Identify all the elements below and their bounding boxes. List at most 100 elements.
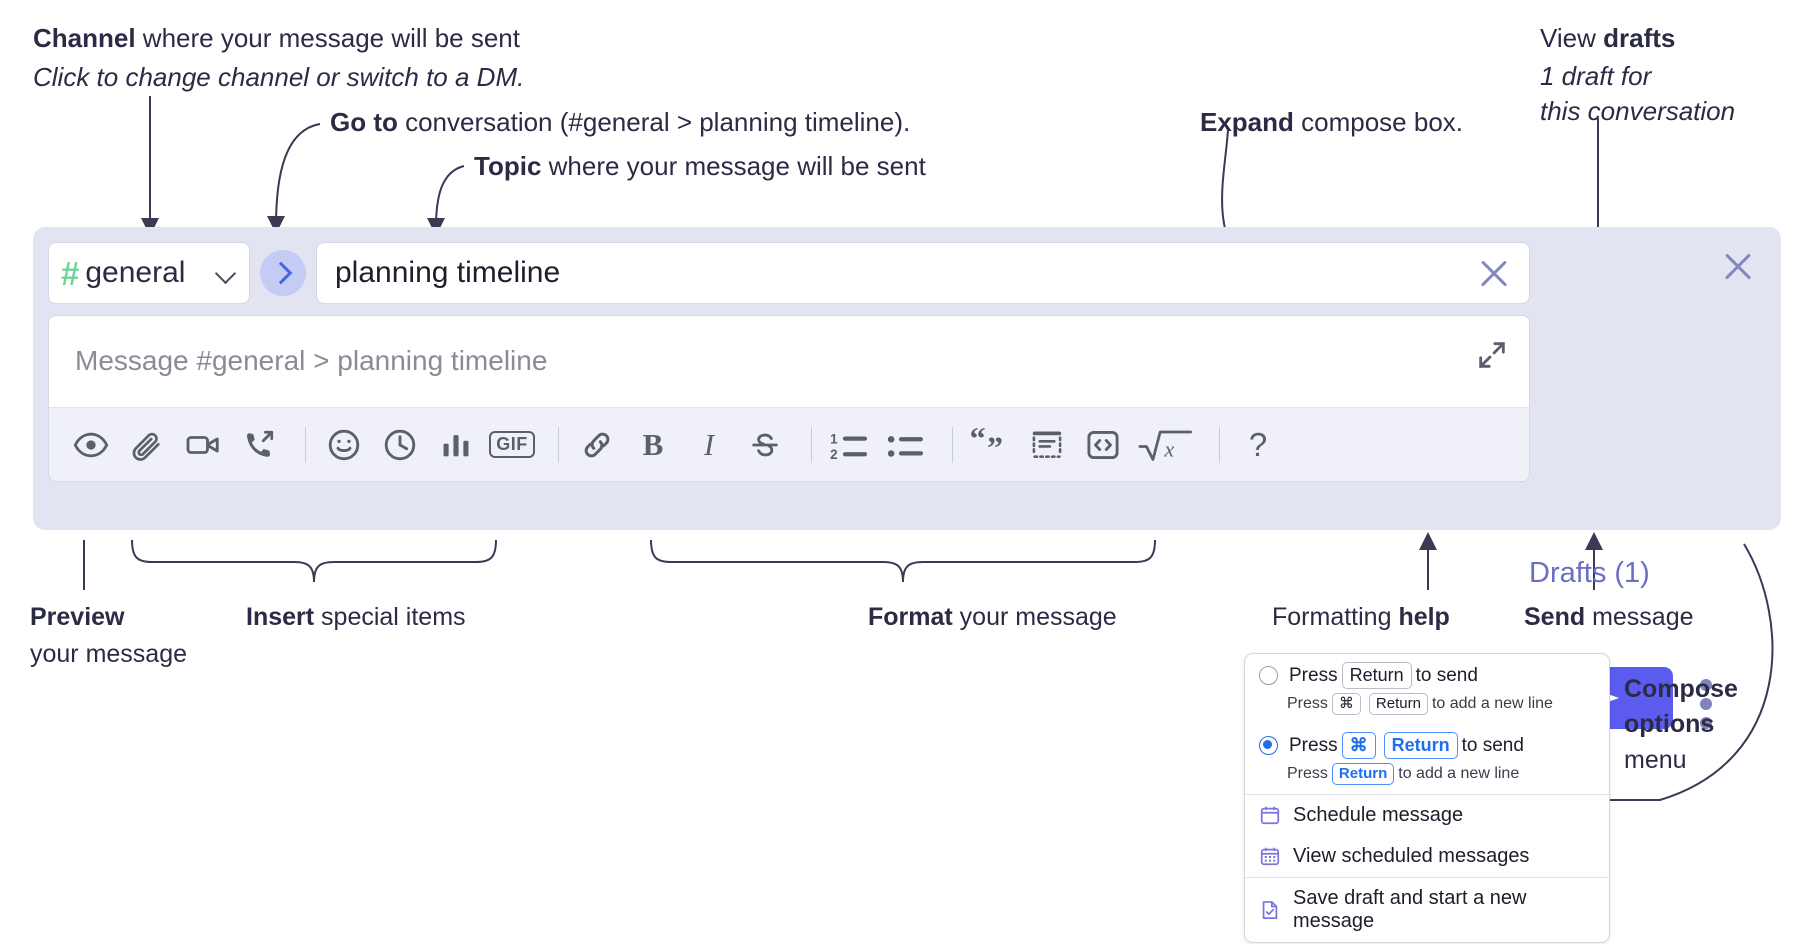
chevron-down-icon <box>215 262 237 284</box>
expand-icon[interactable] <box>1475 338 1509 372</box>
kebab-dot <box>1700 679 1712 691</box>
annotation-channel-bold: Channel <box>33 23 136 53</box>
italic-icon[interactable]: I <box>703 426 715 462</box>
option1-sub-post: to add a new line <box>1431 695 1553 713</box>
topic-value: planning timeline <box>335 256 561 289</box>
send-option-cmd-return-sub: Press Return to add a new line <box>1245 761 1609 794</box>
svg-text:x: x <box>1164 437 1175 461</box>
annotation-help: Formatting help <box>1272 602 1450 633</box>
chevron-right-icon <box>269 261 293 285</box>
annotation-drafts-bold: drafts <box>1603 23 1676 53</box>
menu-item-schedule-message[interactable]: Schedule message <box>1245 795 1609 836</box>
strikethrough-icon[interactable] <box>741 421 789 469</box>
annotation-send: Send message <box>1524 602 1694 633</box>
help-icon[interactable]: ? <box>1248 425 1268 463</box>
annotation-channel-italic: Click to change channel or switch to a D… <box>33 61 525 92</box>
poll-icon[interactable] <box>432 421 480 469</box>
formatting-toolbar: GIF B I <box>49 407 1529 481</box>
annotation-preview: Preview your message <box>30 602 187 671</box>
annotation-expand-bold: Expand <box>1200 107 1294 137</box>
annotation-expand-rest: compose box. <box>1293 107 1464 137</box>
annotation-drafts-plain: View <box>1540 23 1604 53</box>
annotation-send-bold: Send <box>1524 603 1586 631</box>
calendar-icon <box>1259 804 1281 826</box>
menu-item-view-scheduled-messages[interactable]: View scheduled messages <box>1245 836 1609 877</box>
annotation-drafts-italic2: this conversation <box>1540 96 1736 126</box>
annotation-expand: Expand compose box. <box>1200 106 1463 139</box>
compose-options-button[interactable] <box>1700 679 1712 736</box>
gif-label: GIF <box>489 431 535 458</box>
annotation-goto: Go to conversation (#general > planning … <box>330 106 910 139</box>
option1-pre: Press <box>1289 664 1338 686</box>
hash-icon: # <box>61 254 80 292</box>
annotation-preview-rest: your message <box>30 640 188 669</box>
drafts-link[interactable]: Drafts (1) <box>1529 557 1650 589</box>
annotation-help-bold: help <box>1398 603 1450 631</box>
link-icon[interactable] <box>573 421 621 469</box>
annotation-compose-options-bold1: Compose <box>1624 675 1738 703</box>
compose-options-menu: Press Return to send Press ⌘ Return to a… <box>1244 653 1610 943</box>
attachment-icon[interactable] <box>123 421 171 469</box>
kbd-return: Return <box>1331 763 1395 785</box>
annotation-drafts: View drafts 1 draft for this conversatio… <box>1540 22 1735 128</box>
close-icon[interactable] <box>1721 249 1755 283</box>
menu-divider <box>1245 876 1609 878</box>
menu-item-label: Schedule message <box>1293 803 1464 826</box>
send-option-cmd-return[interactable]: Press ⌘ Return to send <box>1245 724 1609 761</box>
annotation-help-plain: Formatting <box>1272 603 1399 631</box>
toolbar-separator <box>1219 426 1220 463</box>
annotation-insert-bold: Insert <box>246 603 315 631</box>
menu-item-save-draft[interactable]: Save draft and start a new message <box>1245 878 1609 942</box>
calendar-grid-icon <box>1259 845 1281 867</box>
kebab-dot <box>1700 698 1712 710</box>
svg-text:“: “ <box>971 428 986 456</box>
ordered-list-icon[interactable]: 1 2 <box>826 421 874 469</box>
kebab-dot <box>1700 717 1712 729</box>
annotation-insert: Insert special items <box>246 602 466 633</box>
radio-button-selected[interactable] <box>1259 736 1278 756</box>
preview-icon[interactable] <box>67 421 115 469</box>
radio-button[interactable] <box>1259 666 1278 686</box>
bulleted-list-icon[interactable] <box>882 421 930 469</box>
send-option-return[interactable]: Press Return to send <box>1245 654 1609 691</box>
clock-icon[interactable] <box>376 421 424 469</box>
annotation-send-rest: message <box>1585 603 1694 631</box>
option2-sub-pre: Press <box>1287 765 1328 783</box>
blockquote-icon[interactable]: “ ” <box>967 421 1015 469</box>
code-block-icon[interactable] <box>1023 421 1071 469</box>
annotation-format-bold: Format <box>868 603 953 631</box>
annotation-topic: Topic where your message will be sent <box>474 150 926 183</box>
annotation-channel: Channel where your message will be sent … <box>33 22 524 93</box>
code-icon[interactable] <box>1079 421 1127 469</box>
option2-sub-post: to add a new line <box>1398 765 1520 783</box>
math-icon[interactable]: x <box>1135 421 1197 469</box>
toolbar-separator <box>811 426 812 463</box>
channel-name: general <box>85 256 186 289</box>
clear-topic-icon[interactable] <box>1477 256 1511 290</box>
annotation-compose-options: Compose options menu <box>1624 674 1738 776</box>
annotation-goto-bold: Go to <box>330 107 398 137</box>
compose-inner: # general planning timeline Message #gen… <box>48 242 1530 482</box>
message-placeholder: Message #general > planning timeline <box>75 345 548 376</box>
bold-icon[interactable]: B <box>642 426 664 462</box>
kbd-command: ⌘ <box>1331 693 1361 715</box>
go-to-conversation-button[interactable] <box>260 250 306 296</box>
annotation-topic-bold: Topic <box>474 151 542 181</box>
annotation-format-rest: your message <box>952 603 1117 631</box>
compose-header-row: # general planning timeline <box>48 242 1530 304</box>
video-icon[interactable] <box>179 421 227 469</box>
annotation-drafts-italic1: 1 draft for <box>1540 60 1652 91</box>
drafts-panel: Drafts (1) <box>1515 227 1781 729</box>
kbd-return: Return <box>1341 662 1412 690</box>
emoji-icon[interactable] <box>320 421 368 469</box>
option1-sub-pre: Press <box>1287 695 1328 713</box>
audio-clip-icon[interactable] <box>235 421 283 469</box>
annotation-channel-rest: where your message will be sent <box>135 23 520 53</box>
gif-icon[interactable]: GIF <box>488 421 536 469</box>
kbd-return: Return <box>1383 731 1458 760</box>
channel-selector[interactable]: # general <box>48 242 250 304</box>
message-input[interactable]: Message #general > planning timeline <box>48 315 1530 482</box>
option2-pre: Press <box>1289 734 1338 756</box>
menu-item-label: View scheduled messages <box>1293 844 1530 867</box>
topic-input[interactable]: planning timeline <box>316 242 1530 304</box>
